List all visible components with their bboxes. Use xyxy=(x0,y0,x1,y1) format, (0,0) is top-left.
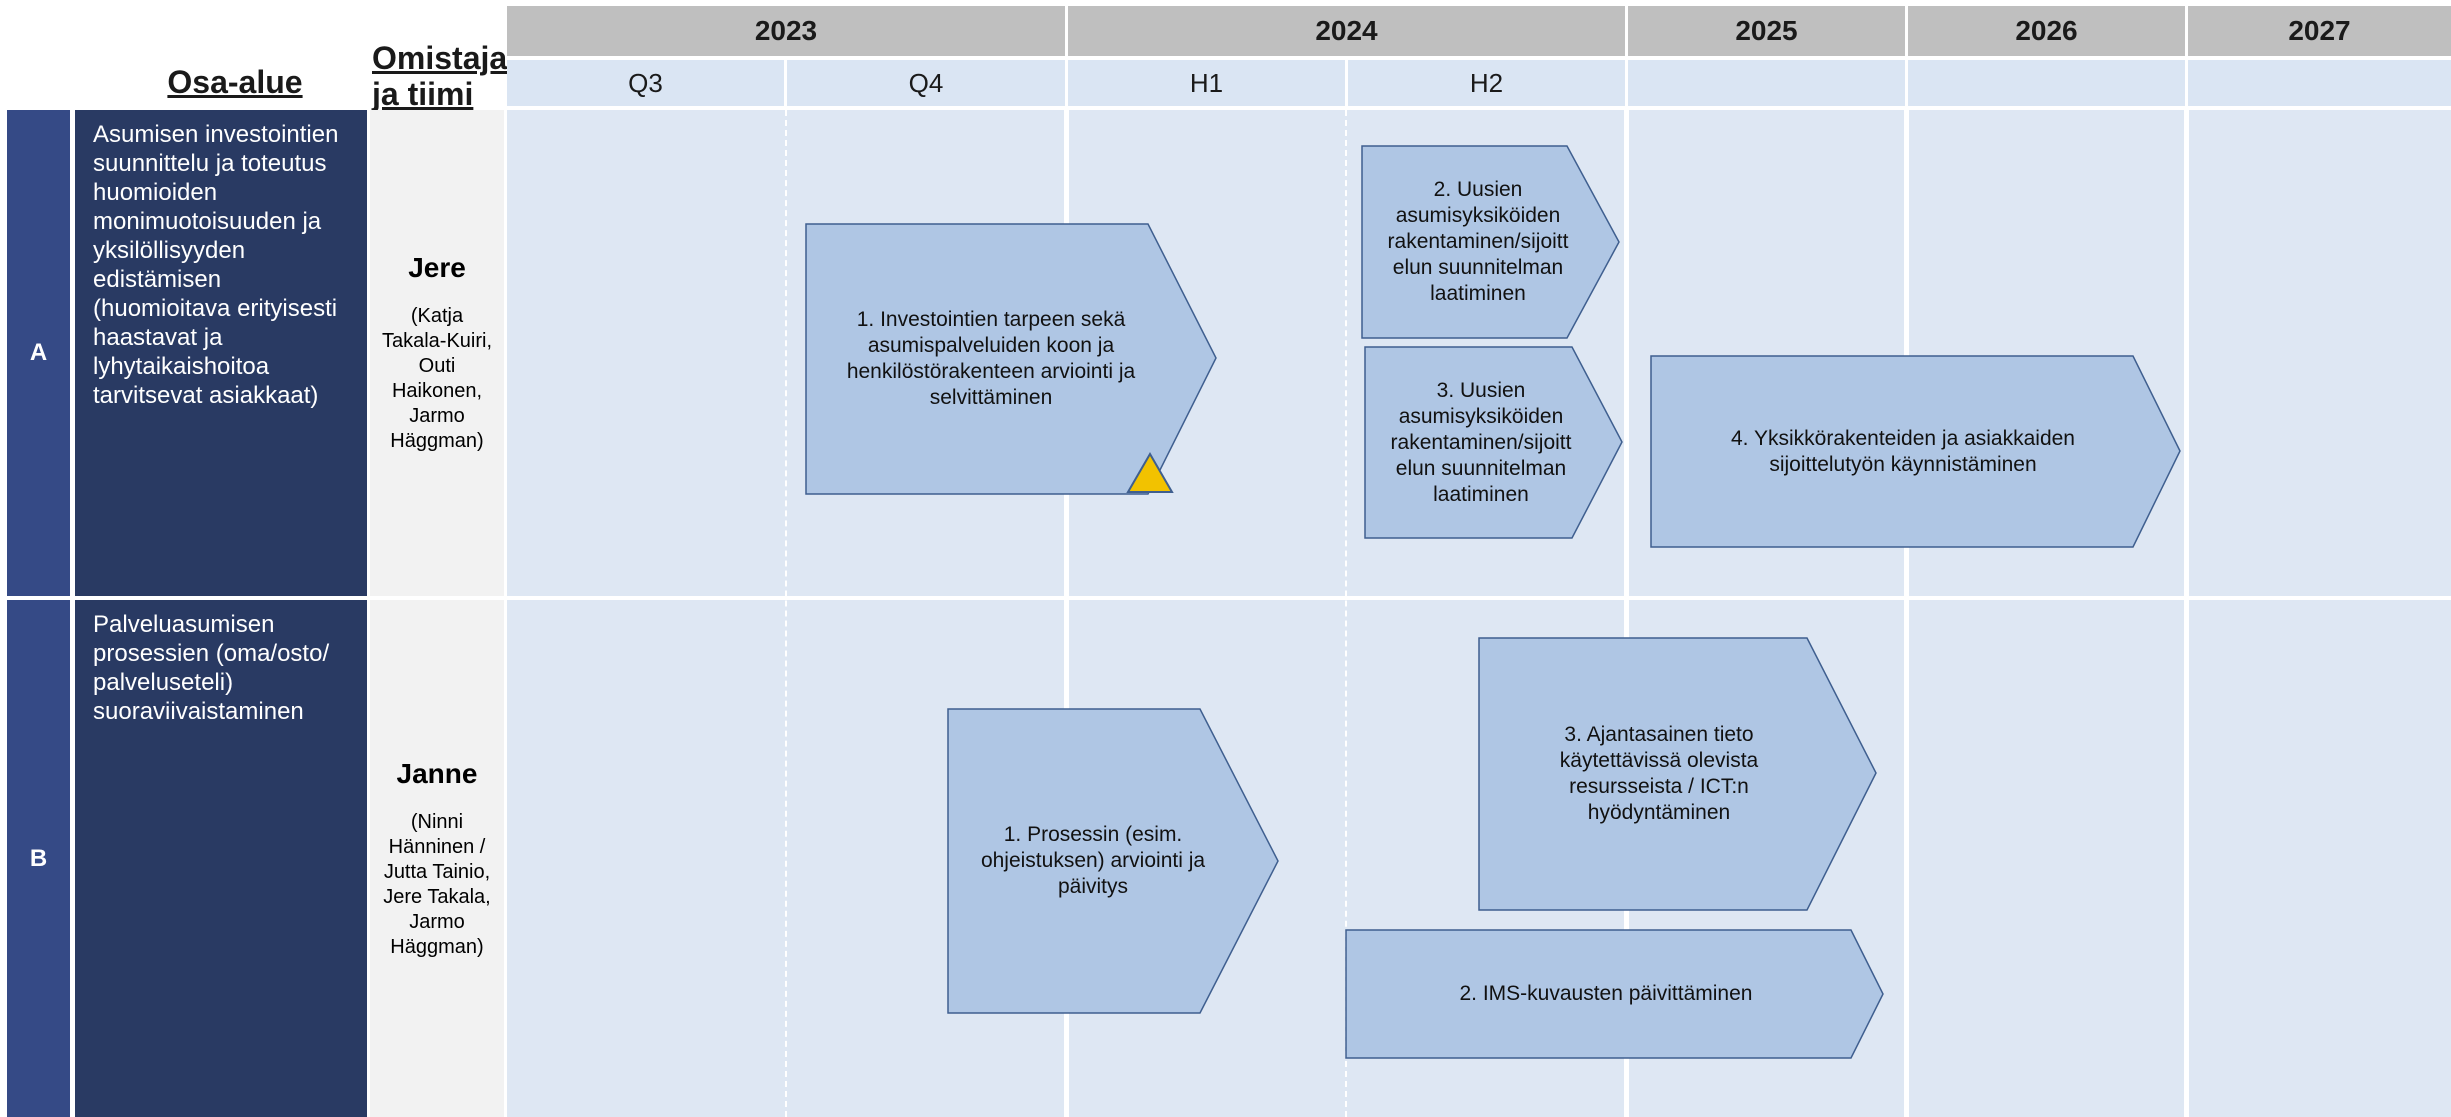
task-label-a2: 2. Uusien asumisyksiköiden rakentaminen/… xyxy=(1387,178,1569,305)
period-divider xyxy=(1345,110,1347,1117)
year-header-2027: 2027 xyxy=(2188,6,2451,56)
period-header-q3: Q3 xyxy=(507,60,784,106)
year-divider xyxy=(1064,110,1069,1117)
row-area-b: Palveluasumisen prosessien (oma/osto/ pa… xyxy=(75,600,367,1117)
period-header-h2: H2 xyxy=(1348,60,1625,106)
year-divider xyxy=(1624,110,1629,1117)
area-column-header: Osa-alue xyxy=(167,64,303,100)
period-header-h1: H1 xyxy=(1068,60,1345,106)
owner-team: (Katja Takala-Kuiri, Outi Haikonen, Jarm… xyxy=(381,305,493,452)
task-arrow-a3 xyxy=(1364,346,1623,539)
period-header-2025 xyxy=(1628,60,1905,106)
task-label-b2: 2. IMS-kuvausten päivittäminen xyxy=(1459,982,1753,1005)
task-arrow-a4 xyxy=(1650,355,2181,548)
period-header-2026 xyxy=(1908,60,2185,106)
task-label-a1: 1. Investointien tarpeen sekä asumispalv… xyxy=(846,308,1136,409)
year-header-2026: 2026 xyxy=(1908,6,2185,56)
task-arrow-a1 xyxy=(805,223,1217,495)
owner-name: Janne xyxy=(396,757,478,789)
task-label-b3: 3. Ajantasainen tieto käytettävissä olev… xyxy=(1559,723,1759,824)
owner-team: (Ninni Hänninen / Jutta Tainio, Jere Tak… xyxy=(383,810,491,958)
row-divider xyxy=(0,596,2451,600)
period-header-q4: Q4 xyxy=(787,60,1065,106)
task-label-b1: 1. Prosessin (esim. ohjeistuksen) arvioi… xyxy=(980,823,1206,898)
year-header-2025: 2025 xyxy=(1628,6,1905,56)
row-letter-b: B xyxy=(7,600,70,1117)
task-arrow-a2 xyxy=(1361,145,1620,339)
year-divider xyxy=(1904,110,1909,1117)
task-arrow-b3 xyxy=(1478,637,1877,911)
task-label-a3: 3. Uusien asumisyksiköiden rakentaminen/… xyxy=(1390,378,1572,506)
owner-name: Jere xyxy=(408,252,466,283)
year-header-2023: 2023 xyxy=(507,6,1065,56)
period-divider xyxy=(785,110,787,1117)
row-owner-a: Jere (Katja Takala-Kuiri, Outi Haikonen,… xyxy=(370,110,504,596)
year-divider xyxy=(2184,110,2189,1117)
row-owner-b: Janne (Ninni Hänninen / Jutta Tainio, Je… xyxy=(370,600,504,1117)
row-letter-a: A xyxy=(7,110,70,596)
owner-column-header: Omistaja ja tiimi xyxy=(372,40,508,112)
task-label-a4: 4. Yksikkörakenteiden ja asiakkaiden sij… xyxy=(1731,426,2075,476)
task-arrow-b2 xyxy=(1345,929,1884,1059)
year-header-2024: 2024 xyxy=(1068,6,1625,56)
row-area-a: Asumisen investointien suunnittelu ja to… xyxy=(75,110,367,596)
period-header-2027 xyxy=(2188,60,2451,106)
warning-triangle-icon xyxy=(1126,452,1174,493)
task-arrow-b1 xyxy=(947,708,1279,1014)
